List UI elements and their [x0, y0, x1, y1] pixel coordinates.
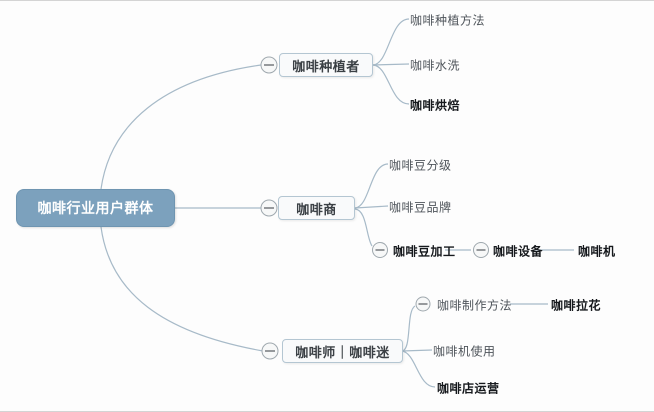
- branch-node-coffee-growers[interactable]: 咖啡种植者: [279, 53, 373, 77]
- leaf-coffee-machine[interactable]: 咖啡机: [578, 244, 616, 259]
- collapse-toggle-brewing-method[interactable]: [415, 296, 431, 312]
- leaf-bean-brands[interactable]: 咖啡豆品牌: [389, 200, 452, 215]
- root-node-coffee-user-groups[interactable]: 咖啡行业用户群体: [16, 189, 175, 227]
- leaf-bean-processing[interactable]: 咖啡豆加工: [393, 244, 456, 259]
- root-node-label: 咖啡行业用户群体: [37, 200, 154, 216]
- branch-node-label: 咖啡师｜咖啡迷: [295, 344, 390, 360]
- leaf-planting-methods[interactable]: 咖啡种植方法: [410, 13, 486, 28]
- leaf-machine-usage[interactable]: 咖啡机使用: [433, 344, 496, 359]
- branch-node-barista-coffee-fans[interactable]: 咖啡师｜咖啡迷: [282, 339, 403, 363]
- collapse-toggle-growers[interactable]: [260, 56, 278, 74]
- leaf-roasting[interactable]: 咖啡烘焙: [410, 98, 461, 113]
- edge-baristas-to-machine-use: [401, 349, 433, 352]
- edge-growers-to-washing: [372, 63, 410, 66]
- edge-root-to-baristas: [100, 226, 264, 352]
- leaf-bean-grading[interactable]: 咖啡豆分级: [389, 158, 452, 173]
- edge-root-to-growers: [100, 64, 262, 190]
- edge-growers-to-planting: [372, 18, 410, 66]
- leaf-shop-operations[interactable]: 咖啡店运营: [437, 381, 500, 396]
- edge-merchants-to-processing: [354, 208, 373, 247]
- collapse-toggle-bean-processing[interactable]: [372, 242, 388, 258]
- collapse-toggle-merchants[interactable]: [260, 199, 278, 217]
- edge-baristas-to-shop-ops: [401, 350, 436, 388]
- leaf-latte-art[interactable]: 咖啡拉花: [551, 298, 602, 313]
- leaf-coffee-equipment[interactable]: 咖啡设备: [493, 244, 544, 259]
- branch-node-coffee-merchants[interactable]: 咖啡商: [278, 196, 355, 220]
- edge-merchants-to-brands: [354, 205, 389, 209]
- branch-node-label: 咖啡商: [296, 201, 337, 217]
- leaf-water-washing[interactable]: 咖啡水洗: [410, 58, 461, 73]
- collapse-toggle-baristas[interactable]: [261, 342, 279, 360]
- branch-node-label: 咖啡种植者: [292, 58, 360, 74]
- edge-baristas-to-brewing: [401, 305, 416, 352]
- edge-merchants-to-grading: [354, 163, 389, 209]
- edge-growers-to-roasting: [372, 64, 410, 105]
- leaf-brewing-methods[interactable]: 咖啡制作方法: [437, 298, 513, 313]
- collapse-toggle-equipment[interactable]: [473, 242, 489, 258]
